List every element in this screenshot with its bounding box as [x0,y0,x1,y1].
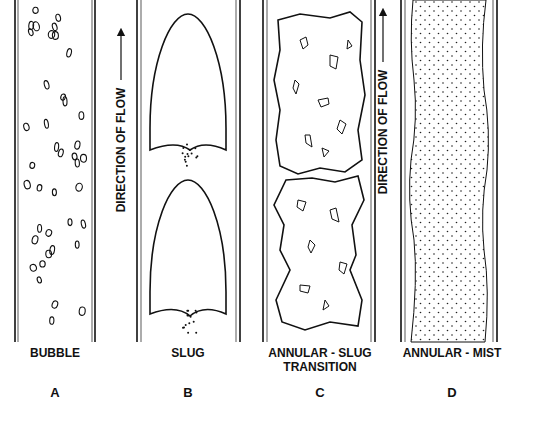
pattern-label: BUBBLE [10,346,100,360]
tube-d [383,0,497,342]
tube-a [15,0,95,342]
panel-letter: A [40,386,70,400]
panel-letter: C [305,386,335,400]
panel-letter: B [173,386,203,400]
flow-direction-label: DIRECTION OF FLOW [376,68,390,197]
flow-direction-label: DIRECTION OF FLOW [114,86,128,215]
panel-letter: D [437,386,467,400]
pattern-label: SLUG [143,346,233,360]
tube-c [263,0,375,342]
pattern-label: ANNULAR - MIST [397,346,507,360]
tube-b [121,0,240,342]
pattern-label: ANNULAR - SLUG TRANSITION [265,346,375,374]
